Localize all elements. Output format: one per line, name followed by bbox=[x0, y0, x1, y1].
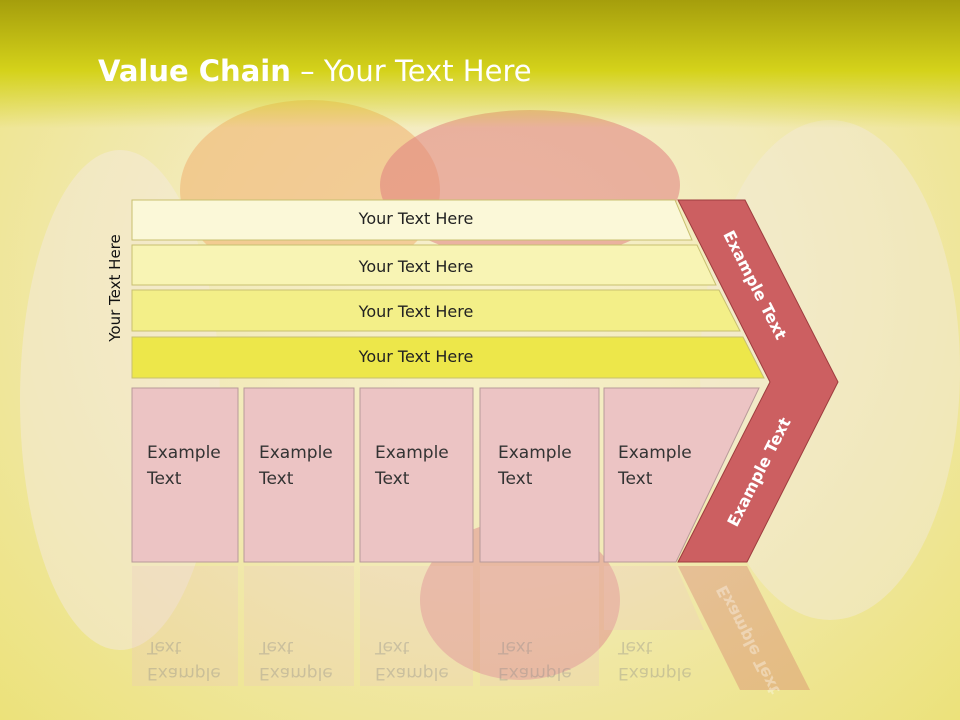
title-rest: Your Text Here bbox=[323, 54, 532, 88]
reflection-box-4 bbox=[480, 566, 599, 686]
reflection-box-5 bbox=[604, 566, 704, 630]
bar-2-label: Your Text Here bbox=[358, 257, 474, 276]
bar-1-label: Your Text Here bbox=[358, 209, 474, 228]
bar-1 bbox=[131, 199, 693, 241]
margin-chevron bbox=[677, 199, 839, 563]
slide-title: Value Chain – Your Text Here bbox=[98, 54, 532, 88]
reflection-box-1 bbox=[132, 566, 238, 686]
bar-2 bbox=[131, 244, 717, 286]
activity-box-4 bbox=[479, 387, 600, 563]
reflection-chevron bbox=[678, 566, 810, 690]
activity-box-1 bbox=[131, 387, 239, 563]
activity-box-3 bbox=[359, 387, 474, 563]
bar-3 bbox=[131, 289, 741, 332]
title-bold: Value Chain bbox=[98, 54, 291, 88]
title-separator: – bbox=[290, 54, 324, 88]
bar-3-label: Your Text Here bbox=[358, 302, 474, 321]
bar-4-label: Your Text Here bbox=[358, 347, 474, 366]
bar-4 bbox=[131, 336, 765, 379]
activity-box-5 bbox=[603, 387, 760, 563]
activity-box-2 bbox=[243, 387, 355, 563]
reflection-box-3 bbox=[360, 566, 473, 686]
reflection-box-2 bbox=[244, 566, 354, 686]
title-banner bbox=[0, 0, 960, 128]
